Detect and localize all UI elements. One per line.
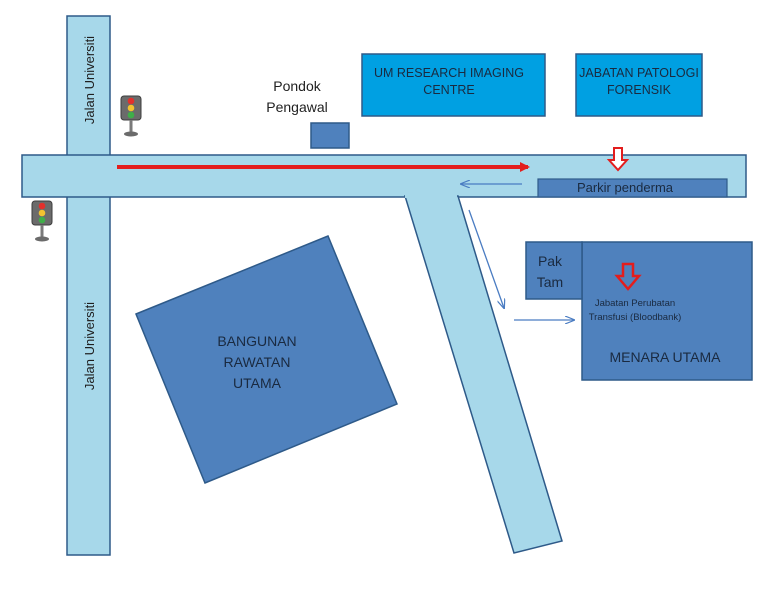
roads bbox=[21, 15, 747, 556]
traffic-light-icon bbox=[31, 200, 53, 242]
jabatan-patologi-label-2: FORENSIK bbox=[607, 83, 672, 97]
jabatan-perubatan-label-1: Jabatan Perubatan bbox=[595, 298, 675, 309]
direction-arrow-down bbox=[468, 209, 504, 308]
pondok-pengawal-label-2: Pengawal bbox=[266, 99, 328, 115]
jabatan-patologi-label-1: JABATAN PATOLOGI bbox=[579, 66, 699, 80]
bangunan-label-2: RAWATAN bbox=[224, 354, 291, 370]
down-arrow-icon bbox=[606, 147, 630, 172]
pondok-pengawal-label-1: Pondok bbox=[273, 78, 321, 94]
menara-utama bbox=[581, 241, 753, 381]
bangunan-label-1: BANGUNAN bbox=[217, 333, 296, 349]
parkir-penderma bbox=[537, 178, 728, 198]
menara-utama-label: MENARA UTAMA bbox=[610, 349, 722, 365]
bangunan-rawatan-utama bbox=[135, 235, 398, 484]
parkir-penderma-label: Parkir penderma bbox=[577, 180, 674, 195]
jabatan-patologi-forensik bbox=[575, 53, 703, 117]
road-label-bottom: Jalan Universiti bbox=[82, 302, 97, 390]
road-label-top: Jalan Universiti bbox=[82, 36, 97, 124]
down-arrow-icon bbox=[614, 262, 642, 291]
pak-tam-label-1: Pak bbox=[538, 253, 563, 269]
bangunan-label-3: UTAMA bbox=[233, 375, 282, 391]
road-vertical-jalan-universiti bbox=[66, 15, 111, 556]
um-research-label-1: UM RESEARCH IMAGING bbox=[374, 66, 524, 80]
pak-tam bbox=[525, 241, 583, 300]
um-research-imaging-centre bbox=[361, 53, 546, 117]
pak-tam-label-2: Tam bbox=[537, 274, 563, 290]
jabatan-perubatan-label-2: Transfusi (Bloodbank) bbox=[589, 312, 682, 323]
road-junction-fills bbox=[68, 156, 457, 198]
pondok-pengawal-box bbox=[310, 122, 350, 149]
traffic-light-icon bbox=[120, 95, 142, 137]
um-research-label-2: CENTRE bbox=[423, 83, 474, 97]
